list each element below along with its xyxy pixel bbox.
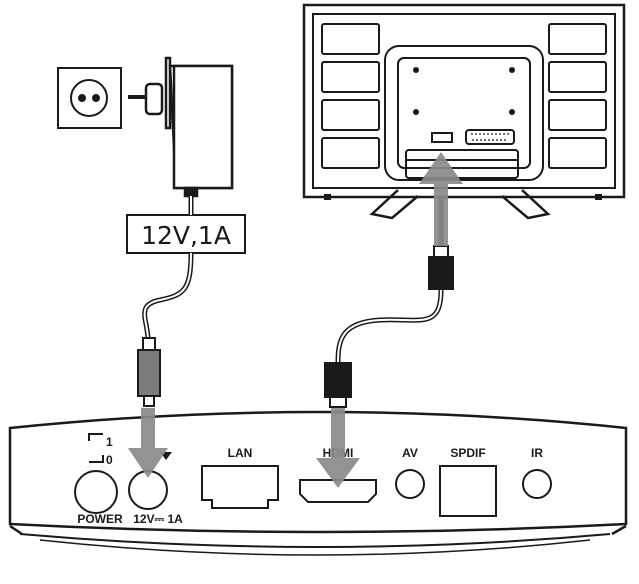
up-arrow-icon [419, 152, 463, 246]
hdmi-cable [335, 196, 444, 363]
hdmi-plug-bottom [324, 362, 352, 408]
lan-label: LAN [228, 446, 253, 460]
adapter-label-box [126, 214, 246, 254]
hdmi-port[interactable] [299, 479, 377, 503]
adapter-label: 12V,1A [141, 221, 231, 250]
power-label: POWER [77, 512, 123, 526]
spdif-label: SPDIF [450, 446, 485, 460]
ir-label: IR [531, 446, 543, 460]
switch-on-label: 1 [106, 435, 113, 449]
power-button[interactable] [74, 470, 118, 514]
switch-off-label: 0 [106, 453, 113, 467]
av-label: AV [402, 446, 418, 460]
hdmi-plug-top [428, 245, 454, 290]
dc-plug [137, 337, 161, 407]
ir-port[interactable] [522, 469, 552, 499]
wall-socket-icon [57, 67, 122, 129]
tv-back-icon [302, 3, 626, 220]
dc-in-label: 12V⎓ 1A [133, 512, 183, 526]
down-arrow-icon [128, 408, 168, 478]
down-arrow-icon [316, 408, 360, 488]
power-adapter-icon [128, 56, 234, 198]
av-port[interactable] [395, 469, 425, 499]
power-switch-icon [88, 433, 104, 463]
lan-port[interactable] [201, 465, 279, 509]
spdif-port[interactable] [439, 465, 497, 517]
